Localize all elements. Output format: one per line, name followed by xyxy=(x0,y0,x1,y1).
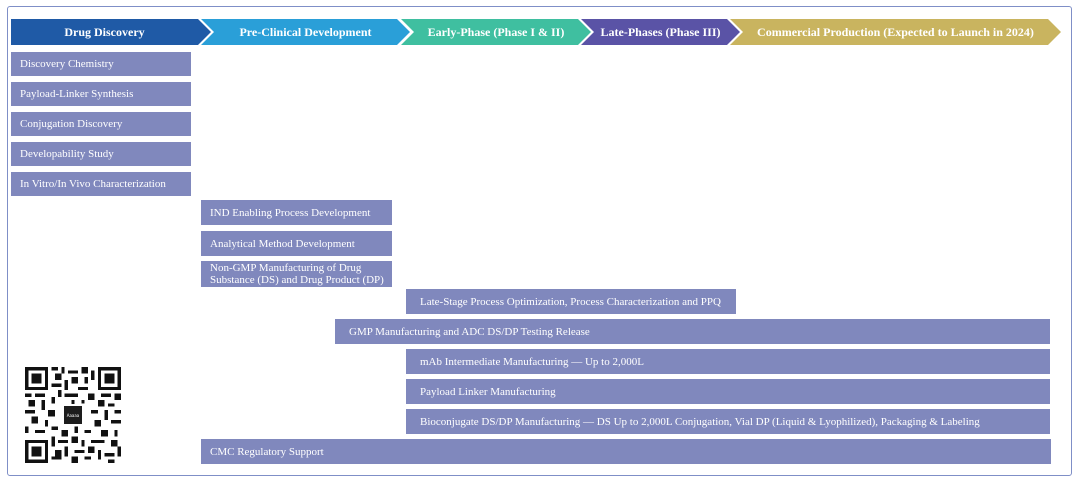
bar-payload-linker-synthesis: Payload-Linker Synthesis xyxy=(11,82,191,106)
phase-late: Late-Phases (Phase III) xyxy=(581,19,740,45)
qr-code-graphic xyxy=(25,367,121,463)
bar-bioconjugate-manufacturing: Bioconjugate DS/DP Manufacturing — DS Up… xyxy=(406,409,1050,434)
bar-gmp-manufacturing: GMP Manufacturing and ADC DS/DP Testing … xyxy=(335,319,1050,344)
bar-ind-enabling: IND Enabling Process Development xyxy=(201,200,392,225)
bar-developability-study: Developability Study xyxy=(11,142,191,166)
qr-code-icon: Aaaaa xyxy=(25,367,121,463)
phase-drug-discovery: Drug Discovery xyxy=(11,19,211,45)
phase-label: Early-Phase (Phase I & II) xyxy=(427,24,565,39)
phase-label: Pre-Clinical Development xyxy=(239,24,372,39)
qr-center-logo: Aaaaa xyxy=(62,404,84,426)
bar-in-vitro-in-vivo: In Vitro/In Vivo Characterization xyxy=(11,172,191,196)
diagram-frame xyxy=(7,6,1072,476)
bar-payload-linker-manufacturing: Payload Linker Manufacturing xyxy=(406,379,1050,404)
phase-label: Late-Phases (Phase III) xyxy=(600,24,721,39)
bar-discovery-chemistry: Discovery Chemistry xyxy=(11,52,191,76)
phase-early: Early-Phase (Phase I & II) xyxy=(401,19,591,45)
phase-label: Drug Discovery xyxy=(64,24,145,39)
bar-cmc-regulatory: CMC Regulatory Support xyxy=(201,439,1051,464)
bar-non-gmp-manufacturing: Non-GMP Manufacturing of Drug Substance … xyxy=(201,261,392,287)
phase-commercial: Commercial Production (Expected to Launc… xyxy=(730,19,1061,45)
bar-analytical-method: Analytical Method Development xyxy=(201,231,392,256)
bar-conjugation-discovery: Conjugation Discovery xyxy=(11,112,191,136)
bar-mab-intermediate: mAb Intermediate Manufacturing — Up to 2… xyxy=(406,349,1050,374)
phase-label: Commercial Production (Expected to Launc… xyxy=(757,24,1034,39)
phase-pre-clinical: Pre-Clinical Development xyxy=(201,19,410,45)
bar-late-stage-optimization: Late-Stage Process Optimization, Process… xyxy=(406,289,736,314)
